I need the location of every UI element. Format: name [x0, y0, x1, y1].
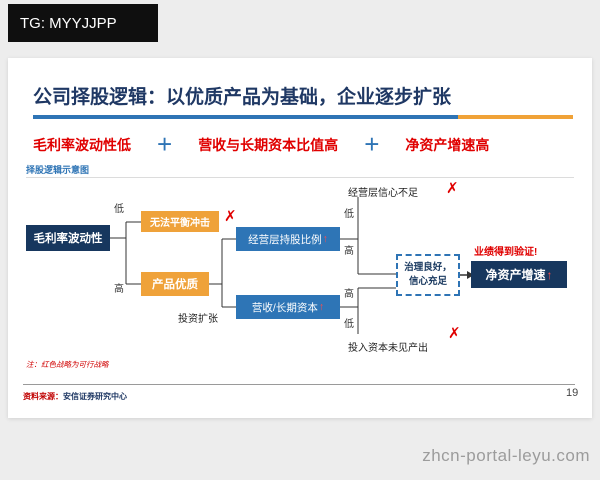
plus-icon: +	[364, 128, 380, 159]
branch-label-low: 低	[114, 204, 124, 215]
slide-title: 公司择股逻辑：以优质产品为基础，企业逐步扩张	[33, 87, 452, 108]
cross-mark-output: ✗	[448, 325, 461, 342]
holding-ratio-box: 经营层持股比例↑	[236, 227, 340, 251]
cross-mark-confidence: ✗	[446, 180, 459, 197]
result-box-net-asset-growth: 净资产增速↑	[471, 261, 567, 288]
underline-orange-segment	[458, 115, 573, 119]
criterion-margin-volatility: 毛利率波动性低	[33, 137, 131, 153]
criterion-revenue-capital-ratio: 营收与长期资本比值高	[198, 137, 339, 153]
quality-box: 产品优质	[141, 272, 209, 296]
cross-mark-shock: ✗	[224, 208, 237, 225]
governance-line1: 治理良好，	[404, 261, 452, 273]
quality-box-label: 产品优质	[152, 279, 198, 291]
holding-ratio-label: 经营层持股比例	[248, 233, 322, 246]
holding-branch-high: 高	[344, 246, 354, 257]
invest-expand-label: 投资扩张	[178, 314, 218, 325]
title-underline	[33, 115, 573, 119]
result-box-label: 净资产增速	[485, 268, 546, 282]
criteria-row: 毛利率波动性低 + 营收与长期资本比值高 + 净资产增速高	[33, 128, 490, 159]
page-number: 19	[566, 387, 579, 399]
source-label: 资料来源：	[23, 392, 63, 401]
verified-label: 业绩得到验证!	[474, 247, 538, 258]
telegram-badge: TG: MYYJJPP	[8, 4, 158, 42]
revenue-branch-low: 低	[344, 319, 354, 330]
section-label: 择股逻辑示意图	[26, 165, 90, 175]
up-arrow-icon: ↑	[546, 267, 553, 282]
plus-icon: +	[157, 128, 173, 159]
footer-divider	[23, 384, 575, 385]
underline-blue-segment	[33, 115, 458, 119]
no-confidence-label: 经营层信心不足	[348, 188, 418, 199]
holding-branch-low: 低	[344, 209, 354, 220]
up-arrow-icon: ↑	[318, 301, 325, 313]
criterion-net-asset-growth: 净资产增速高	[405, 137, 490, 153]
up-arrow-icon: ↑	[322, 233, 328, 245]
revenue-capital-label: 营收/长期资本	[251, 301, 318, 314]
revenue-capital-box: 营收/长期资本↑	[236, 295, 340, 319]
presentation-slide: 公司择股逻辑：以优质产品为基础，企业逐步扩张 毛利率波动性低 + 营收与长期资本…	[8, 58, 592, 418]
section-divider	[26, 177, 574, 178]
governance-line2: 信心充足	[408, 276, 447, 287]
governance-box: 治理良好， 信心充足	[396, 254, 460, 296]
watermark-url: zhcn-portal-leyu.com	[422, 446, 590, 465]
root-box-margin-volatility: 毛利率波动性	[26, 225, 110, 251]
source-value: 安信证券研究中心	[63, 392, 127, 401]
source-line: 资料来源：安信证券研究中心	[23, 391, 127, 402]
branch-label-high: 高	[114, 284, 124, 295]
revenue-branch-high: 高	[344, 289, 354, 300]
telegram-badge-text: TG: MYYJJPP	[20, 14, 117, 32]
no-output-label: 投入资本未见产出	[348, 343, 428, 354]
connector-lines	[110, 197, 474, 334]
shock-box-label: 无法平衡冲击	[150, 218, 210, 229]
footnote: 注：红色战略为可行战略	[26, 360, 109, 369]
root-box-label: 毛利率波动性	[33, 233, 103, 245]
shock-box: 无法平衡冲击	[141, 211, 219, 232]
